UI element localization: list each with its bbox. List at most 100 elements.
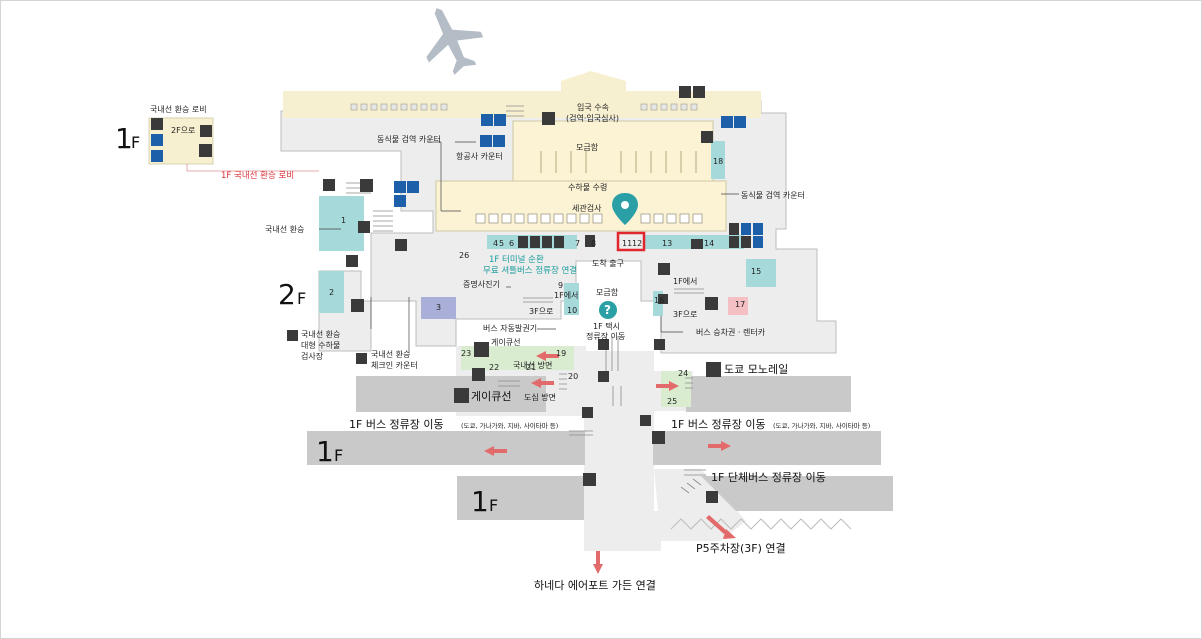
location-pin-icon[interactable]	[612, 193, 638, 225]
inset-title: 국내선 환승 로비	[150, 104, 207, 114]
accessible-icon	[734, 116, 746, 128]
area-number: 3	[436, 303, 441, 312]
city-direction-label: 도심 방면	[524, 392, 556, 402]
toilet-icon	[494, 114, 506, 126]
elevator-icon	[472, 368, 485, 381]
bus-ticket-machine-label: 버스 자동발권기	[483, 323, 537, 333]
group-bus-label: 1F 단체버스 정류장 이동	[711, 471, 826, 484]
accessible-icon	[493, 135, 505, 147]
atm-icon	[654, 339, 665, 350]
train-icon	[454, 388, 469, 403]
escalator-icon	[585, 235, 595, 247]
atm-icon	[598, 371, 609, 382]
arrow-right-icon	[708, 441, 731, 451]
transfer-checkin-label-line1: 국내선 환승	[371, 349, 410, 359]
area-number: 22	[489, 363, 499, 372]
airline-counter-label: 항공사 카운터	[456, 152, 503, 161]
svg-text:F: F	[297, 289, 306, 308]
area-number: 23	[461, 349, 471, 358]
shuttle-label-line2: 무료 셔틀버스 정류장 연결	[483, 265, 577, 276]
elevator-icon	[351, 299, 364, 312]
baggage-claim-label: 수하물 수령	[568, 182, 607, 192]
svg-text:F: F	[131, 133, 140, 152]
svg-text:F: F	[489, 496, 498, 515]
area-number: 25	[667, 397, 677, 406]
arrow-right-icon	[656, 381, 679, 391]
escalators	[346, 105, 706, 494]
svg-text:1: 1	[115, 122, 133, 155]
elevator-icon	[582, 407, 593, 418]
area-number: 9	[558, 281, 563, 290]
atm-icon	[346, 255, 358, 267]
phone-icon	[658, 263, 670, 275]
direction-arrows	[484, 351, 736, 574]
inset-to-2f: 2F으로	[171, 126, 195, 135]
bus-move-right-sub-label: (도쿄, 가나가와, 지바, 사이타마 등)	[773, 421, 870, 430]
arrow-left-icon	[531, 378, 554, 388]
smoking-icon	[358, 221, 370, 233]
area-number: 10	[567, 306, 577, 315]
toilet-icon	[407, 181, 419, 193]
area-number: 26	[459, 251, 469, 260]
area-number: 15	[751, 267, 761, 276]
bus-move-right-label: 1F 버스 정류장 이동	[671, 418, 766, 431]
floor-label-2f: 2 F	[278, 278, 306, 311]
photo-booth-label: 증명사진기	[463, 279, 500, 289]
monorail-icon	[706, 362, 721, 377]
svg-text:F: F	[334, 446, 343, 465]
bus-bands	[307, 376, 893, 530]
elevator-icon	[360, 179, 373, 192]
smoking-icon	[151, 118, 163, 130]
area-number: 13	[662, 239, 672, 248]
svg-text:2: 2	[278, 278, 296, 311]
icons-row-right	[729, 223, 763, 248]
quarantine-counter-left-label: 동식물 검역 카운터	[377, 134, 441, 144]
accessible-icon	[394, 195, 406, 207]
area-number: 12	[632, 239, 642, 248]
keikyu-large-label: 게이큐선	[471, 390, 511, 403]
arrival-exit-label: 도착 출구	[592, 258, 624, 268]
leader-lines	[319, 141, 739, 353]
quarantine-counter-right-label: 동식물 검역 카운터	[741, 190, 805, 200]
area-number: 6	[509, 239, 514, 248]
area-number: 8	[591, 239, 596, 248]
area-number: 24	[678, 369, 688, 378]
arrow-left-icon	[484, 446, 507, 456]
transfer-baggage-label-line2: 대형 수하물	[301, 340, 340, 350]
monorail-label: 도쿄 모노레일	[724, 362, 788, 376]
info-icon	[693, 86, 705, 98]
airplane-icon	[426, 8, 484, 75]
elevator-icon	[583, 473, 596, 486]
area-number: 11	[622, 239, 632, 248]
area-number: 21	[526, 363, 536, 372]
floor-label-1f-mid: 1 F	[471, 485, 498, 518]
bus-move-left-sub-label: (도쿄, 가나가와, 지바, 사이타마 등)	[461, 421, 558, 430]
area-number: 2	[329, 288, 334, 297]
donation-box-label: 모금함	[596, 288, 619, 297]
area-number: 17	[735, 300, 745, 309]
shuttle-label-line1: 1F 터미널 순환	[489, 254, 544, 265]
area-number: 19	[556, 349, 566, 358]
taxi-label-line2: 정류장 이동	[586, 331, 625, 341]
domestic-direction-label: 국내선 방면	[513, 360, 552, 370]
area-number: 4	[493, 239, 498, 248]
transfer-baggage-label-line3: 검사장	[301, 351, 324, 361]
toilet-icon	[721, 116, 733, 128]
from-1f-right-label: 1F에서	[673, 277, 697, 286]
aed-icon	[356, 353, 367, 364]
arrow-down-right-icon	[706, 515, 736, 539]
from-1f-left-label: 1F에서	[554, 291, 578, 300]
floor-label-1f-left: 1 F	[316, 435, 343, 468]
aed-icon	[323, 179, 335, 191]
to-3f-left-label: 3F으로	[529, 307, 553, 316]
money-exchange-label: 모금함	[576, 143, 599, 152]
toilet-icon	[481, 114, 493, 126]
customs-label: 세관검사	[572, 203, 602, 213]
keikyu-small-label: 게이큐선	[491, 337, 520, 347]
bus-move-left-label: 1F 버스 정류장 이동	[349, 418, 444, 431]
atm-icon	[598, 339, 609, 350]
svg-text:1: 1	[316, 435, 334, 468]
domestic-transfer-label: 국내선 환승	[265, 224, 304, 234]
area-number: 14	[704, 239, 714, 248]
